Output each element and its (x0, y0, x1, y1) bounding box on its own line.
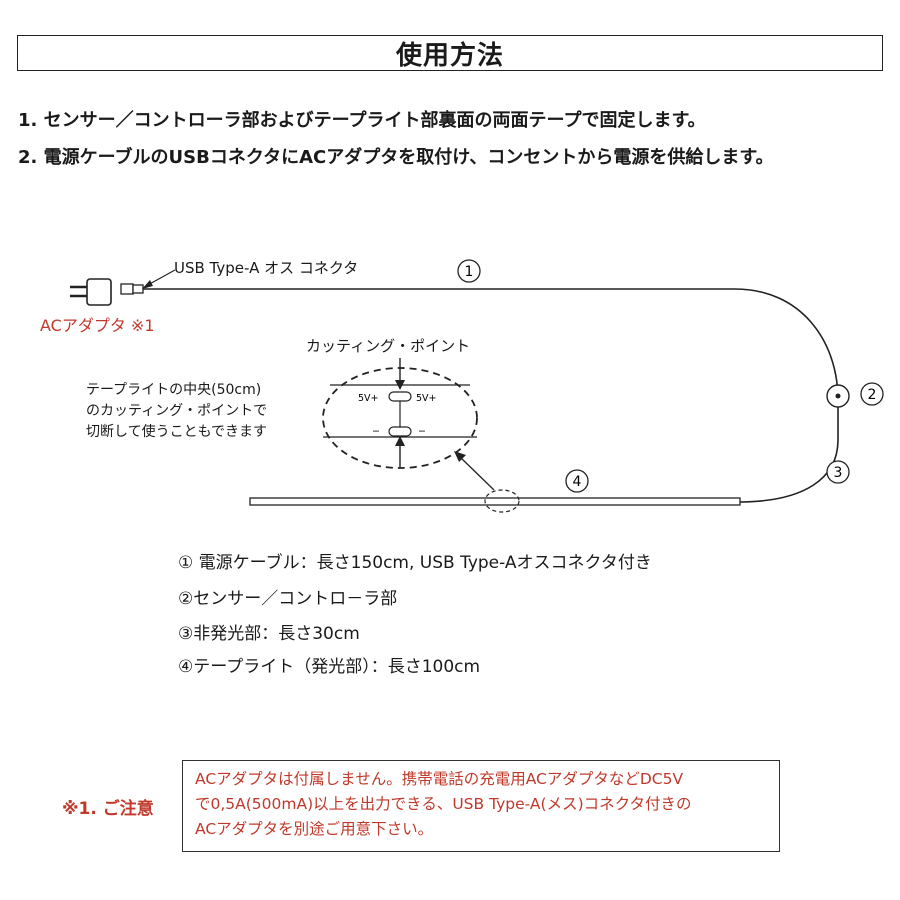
svg-text:3: 3 (834, 465, 843, 481)
magnify-pointer-arrow (459, 456, 495, 491)
legend-item-1: ① 電源ケーブル：長さ150cm, USB Type-Aオスコネクタ付き (178, 553, 652, 573)
pad-label-bottom-right: − (418, 426, 426, 437)
cut-point-marker (484, 489, 520, 513)
ac-adapter-label: ACアダプタ ※1 (40, 316, 155, 335)
legend-item-4: ④テープライト（発光部）：長さ100cm (178, 657, 481, 677)
step-1: 1. センサー／コントローラ部およびテープライト部裏面の両面テープで固定します。 (18, 110, 706, 131)
svg-text:1: 1 (465, 264, 474, 280)
ac-adapter-icon (70, 278, 112, 306)
page-title: 使用方法 (17, 35, 883, 71)
usb-plug-icon (120, 283, 144, 295)
usb-connector-label: USB Type-A オス コネクタ (174, 259, 359, 277)
usb-arrow-head (142, 280, 153, 289)
title-text: 使用方法 (395, 40, 504, 71)
cut-note-line: 切断して使うこともできます (86, 424, 268, 440)
svg-text:4: 4 (573, 474, 582, 490)
caution-heading: ※1. ご注意 (62, 799, 154, 819)
pad-label-bottom-left: − (372, 426, 380, 437)
marker-3: 3 (826, 460, 850, 484)
cut-note-line: テープライトの中央(50cm) (86, 382, 262, 398)
caution-line: ACアダプタは付属しません。携帯電話の充電用ACアダプタなどDC5V (195, 770, 684, 788)
pad-label-top-right: 5V+ (416, 393, 437, 404)
cut-note-line: のカッティング・ポイントで (86, 403, 268, 419)
solder-pad-top (388, 391, 412, 402)
svg-text:2: 2 (868, 387, 877, 403)
pad-label-top-left: 5V+ (358, 393, 379, 404)
step-2: 2. 電源ケーブルのUSBコネクタにACアダプタを取付け、コンセントから電源を供… (18, 147, 774, 168)
caution-box: ACアダプタは付属しません。携帯電話の充電用ACアダプタなどDC5V で0,5A… (182, 760, 780, 852)
tape-light (249, 497, 741, 506)
marker-1: 1 (457, 259, 481, 283)
caution-line: ACアダプタを別途ご用意下さい。 (195, 820, 434, 838)
cutting-point-label: カッティング・ポイント (306, 337, 471, 355)
marker-2: 2 (860, 382, 884, 406)
legend-item-2: ②センサー／コントロ－ラ部 (178, 589, 398, 609)
legend-item-3: ③非発光部：長さ30cm (178, 624, 360, 644)
cut-note: テープライトの中央(50cm) のカッティング・ポイントで 切断して使うこともで… (86, 380, 267, 443)
caution-line: で0,5A(500mA)以上を出力できる、USB Type-A(メス)コネクタ付… (195, 795, 692, 813)
solder-pad-bottom (388, 426, 412, 437)
marker-4: 4 (565, 469, 589, 493)
